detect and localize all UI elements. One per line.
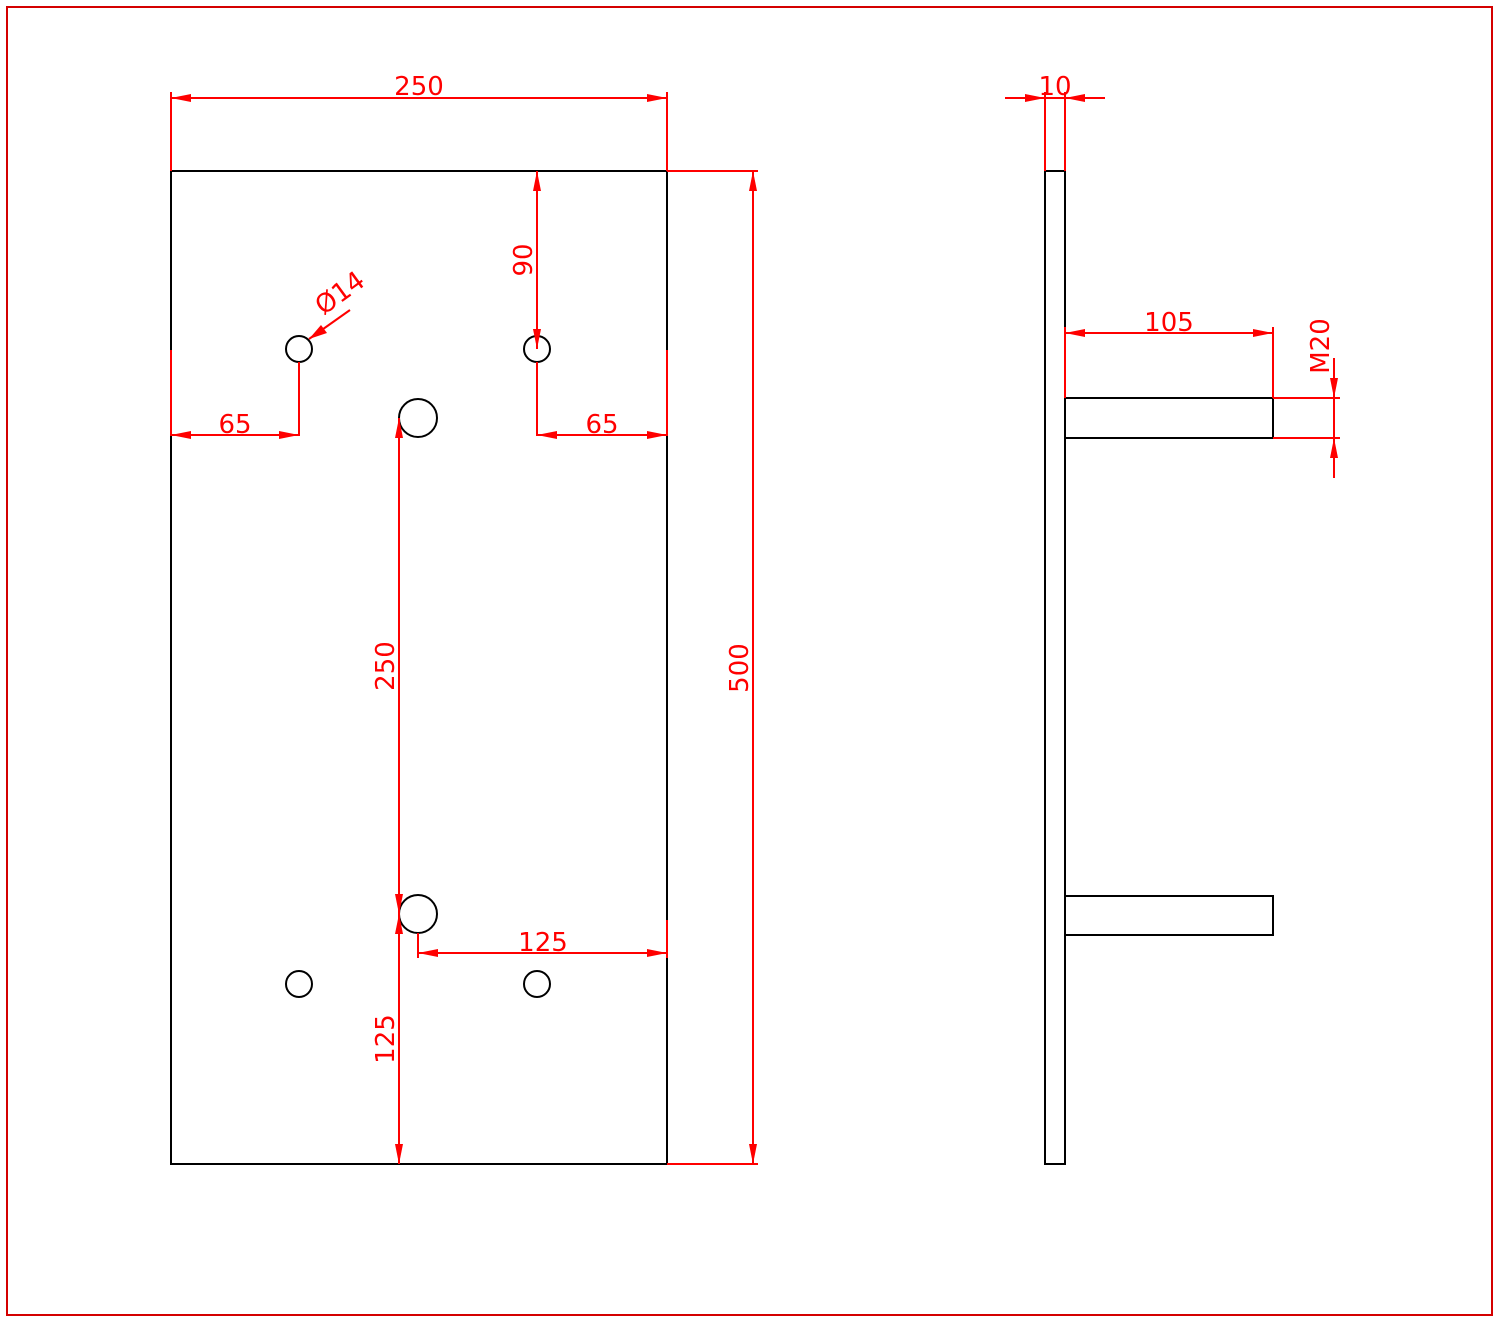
dimension-right-edge-label: 65 (585, 410, 618, 440)
dimension-stud-spacing: 250 (371, 418, 403, 914)
dimension-hole-top-offset-label: 90 (509, 243, 539, 276)
dimension-left-edge: 65 (170, 350, 300, 440)
plate-outline (170, 170, 668, 1165)
dimension-height: 500 (667, 170, 758, 1165)
dimension-right-edge: 65 (536, 350, 668, 440)
dimension-stud-spacing-label: 250 (371, 641, 401, 691)
dimension-thread: M20 (1273, 318, 1340, 478)
dimension-stud-length-label: 105 (1144, 308, 1194, 338)
dimension-stud-to-edge: 125 (417, 920, 668, 958)
bolt-hole-bottom-right (523, 970, 551, 998)
dimension-width: 250 (170, 72, 668, 171)
dimension-thickness-label: 10 (1038, 72, 1071, 102)
stud-side-top (1064, 397, 1274, 439)
bolt-hole-bottom-left (285, 970, 313, 998)
dimension-width-label: 250 (394, 72, 444, 102)
dimension-hole-diameter-label: Ø14 (310, 266, 371, 322)
front-view: 250 500 90 Ø14 (170, 72, 758, 1165)
dimension-stud-to-bottom: 125 (371, 914, 403, 1164)
stud-top (398, 398, 438, 438)
dimension-height-label: 500 (725, 643, 755, 693)
dimension-stud-length: 105 (1064, 308, 1274, 398)
stud-side-bottom (1064, 895, 1274, 936)
sheet-border (6, 6, 1493, 1316)
dimension-left-edge-label: 65 (218, 410, 251, 440)
dimension-thread-label: M20 (1306, 318, 1336, 374)
dimension-hole-diameter: Ø14 (308, 266, 371, 340)
side-view: 10 105 M20 (1005, 72, 1340, 1165)
plate-side-outline (1044, 170, 1066, 1165)
stud-bottom (398, 894, 438, 934)
dimension-thickness: 10 (1005, 72, 1105, 171)
bolt-hole-top-left (285, 335, 313, 363)
dimension-hole-top-offset: 90 (509, 171, 541, 349)
dimension-stud-to-bottom-label: 125 (371, 1014, 401, 1064)
dimension-stud-to-edge-label: 125 (518, 928, 568, 958)
